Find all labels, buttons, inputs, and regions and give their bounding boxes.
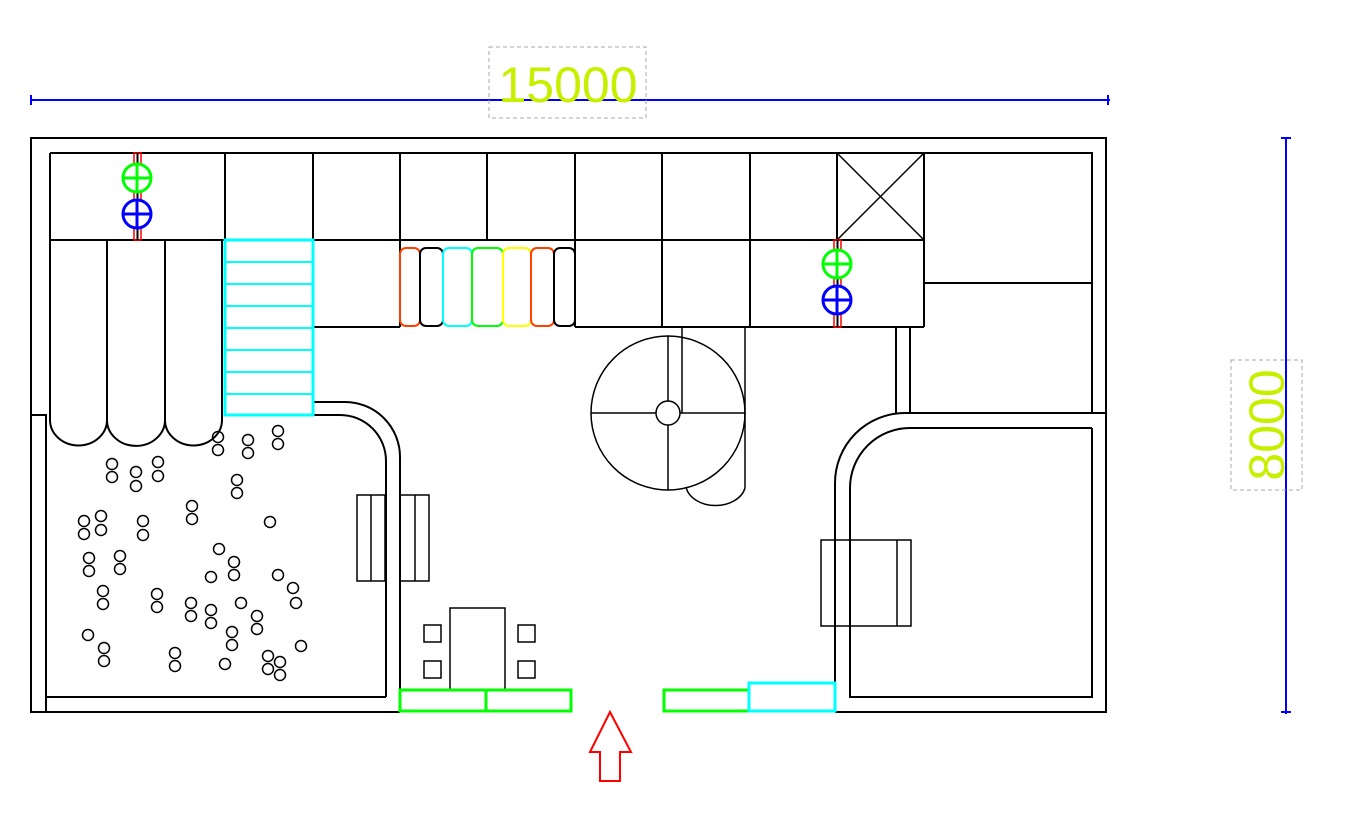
pebble	[225, 638, 239, 652]
pebble	[96, 597, 110, 611]
pebble	[184, 596, 198, 610]
pebble	[168, 659, 182, 673]
pebble	[151, 469, 165, 483]
walls	[30, 137, 1107, 713]
pebble	[218, 657, 232, 671]
cabinets	[50, 152, 1092, 328]
pebble	[241, 433, 255, 447]
pebble	[294, 639, 308, 653]
pebble	[211, 443, 225, 457]
pebble	[263, 515, 277, 529]
pebble	[271, 424, 285, 438]
pebble	[250, 609, 264, 623]
dining-table	[423, 607, 536, 691]
pebble	[184, 609, 198, 623]
straight-stairs	[223, 238, 315, 417]
pebble	[97, 654, 111, 668]
pebble	[94, 509, 108, 523]
pebble	[136, 528, 150, 542]
pebble	[271, 568, 285, 582]
pebble	[150, 600, 164, 614]
colored-units	[399, 247, 576, 327]
pebbles	[77, 424, 308, 682]
pebble	[150, 587, 164, 601]
pebble	[81, 628, 95, 642]
pebble	[77, 514, 91, 528]
pebble	[129, 479, 143, 493]
pebble	[82, 564, 96, 578]
height-label: 8000	[1239, 369, 1295, 480]
pebble	[129, 465, 143, 479]
height-dimension: 8000	[1230, 137, 1303, 714]
pebble	[96, 584, 110, 598]
pebble	[82, 551, 96, 565]
pebble	[261, 662, 275, 676]
pebble	[136, 514, 150, 528]
pebble	[289, 596, 303, 610]
windows	[398, 681, 837, 713]
pebble	[105, 457, 119, 471]
sofa	[820, 539, 912, 627]
water-pipe-blue-icon	[121, 198, 153, 230]
pebble	[94, 523, 108, 537]
spiral-stairs	[590, 327, 746, 507]
pebble	[185, 512, 199, 526]
pebble	[168, 646, 182, 660]
pebble	[286, 581, 300, 595]
pebble	[230, 473, 244, 487]
pebble	[77, 527, 91, 541]
pebble	[230, 486, 244, 500]
width-dimension: 15000	[30, 46, 1110, 119]
width-label: 15000	[498, 57, 637, 113]
pebble	[227, 555, 241, 569]
water-pipe-blue-icon	[821, 284, 853, 316]
pebble	[225, 625, 239, 639]
pebble	[261, 649, 275, 663]
pebble	[113, 562, 127, 576]
pebble	[212, 542, 226, 556]
pebble	[97, 641, 111, 655]
wardrobe	[49, 240, 223, 447]
pebble	[185, 499, 199, 513]
pebble	[151, 455, 165, 469]
pebble	[204, 616, 218, 630]
pebble	[204, 570, 218, 584]
pebble	[271, 437, 285, 451]
pebble	[273, 668, 287, 682]
pebble	[211, 430, 225, 444]
pebble	[273, 655, 287, 669]
pebble	[241, 446, 255, 460]
pebble	[227, 568, 241, 582]
pebble	[204, 603, 218, 617]
pebble	[250, 622, 264, 636]
entrance-arrow-icon	[588, 709, 633, 782]
pebble	[105, 470, 119, 484]
pebble	[234, 596, 248, 610]
bench-left	[356, 494, 430, 582]
pebble	[113, 549, 127, 563]
